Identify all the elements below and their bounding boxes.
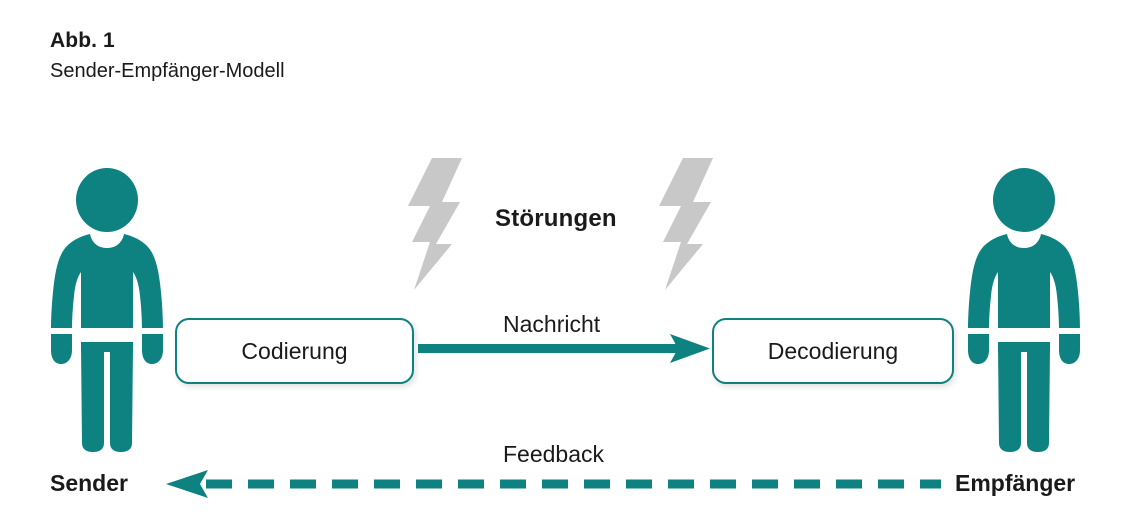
- person-icon-sender: [40, 168, 174, 456]
- feedback-arrow: [166, 468, 941, 500]
- lightning-bolt-icon-left: [404, 158, 462, 290]
- figure-title: Sender-Empfänger-Modell: [50, 60, 285, 82]
- figure-caption: Abb. 1 Sender-Empfänger-Modell: [50, 28, 550, 85]
- process-box-codierung-label: Codierung: [241, 337, 348, 364]
- message-arrow: [418, 328, 710, 370]
- process-box-codierung[interactable]: Codierung: [175, 318, 414, 384]
- sender-label: Sender: [50, 470, 128, 496]
- noise-label: Störungen: [495, 205, 617, 232]
- message-arrow-label: Nachricht: [503, 311, 601, 337]
- lightning-bolt-icon-right: [655, 158, 713, 290]
- process-box-decodierung-label: Decodierung: [767, 337, 899, 364]
- feedback-arrow-label: Feedback: [503, 441, 605, 467]
- empfaenger-label: Empfänger: [955, 470, 1076, 496]
- process-box-decodierung[interactable]: Decodierung: [712, 318, 954, 384]
- figure-number: Abb. 1: [50, 29, 115, 52]
- person-icon-receiver: [957, 168, 1091, 456]
